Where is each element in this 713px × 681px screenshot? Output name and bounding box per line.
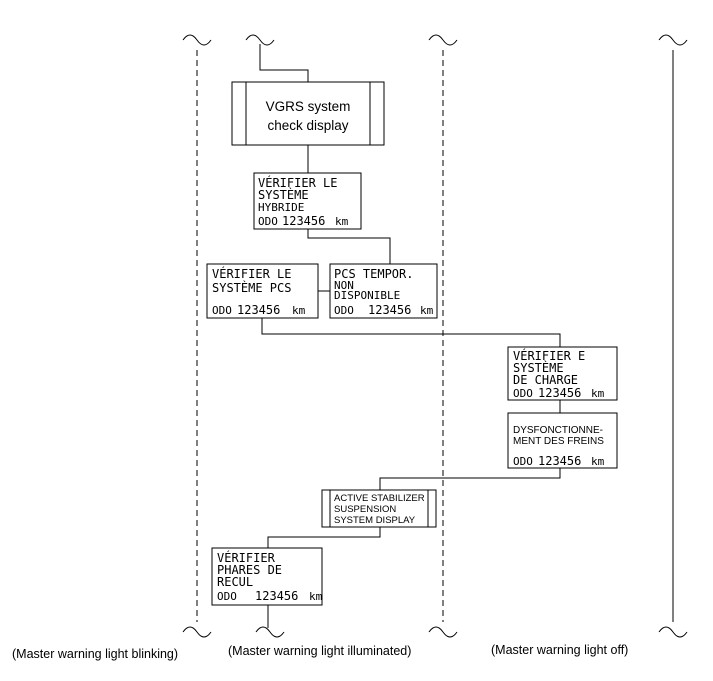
caption-illuminated: (Master warning light illuminated) xyxy=(228,644,411,658)
hybrid-odo-value: 123456 xyxy=(282,214,325,228)
break-mark xyxy=(182,626,212,638)
caption-blinking: (Master warning light blinking) xyxy=(12,647,178,661)
stabilizer-display-box xyxy=(321,489,437,528)
charge-odo-unit: km xyxy=(591,387,605,400)
stabilizer-line2: SUSPENSION xyxy=(334,504,396,515)
phares-odo-unit: km xyxy=(309,590,323,603)
stabilizer-line1: ACTIVE STABILIZER xyxy=(334,493,425,504)
connector xyxy=(261,318,561,347)
pcs-temp-line2: NON xyxy=(334,279,354,292)
pcs-temp-odo-unit: km xyxy=(420,304,434,317)
pcs-temp-odo-label: ODO xyxy=(334,304,354,317)
break-mark xyxy=(658,34,688,46)
connector xyxy=(307,229,391,264)
break-mark xyxy=(245,34,275,46)
brakes-odo-unit: km xyxy=(591,455,605,468)
pcs-temp-line3: DISPONIBLE xyxy=(334,289,400,302)
charge-line3: DE CHARGE xyxy=(513,373,578,387)
vgrs-line1: VGRS system xyxy=(266,99,351,114)
hybrid-display-box xyxy=(253,172,362,230)
brakes-line2: MENT DES FREINS xyxy=(513,436,604,447)
pcs-display-box xyxy=(206,263,319,319)
pcs-odo-label: ODO xyxy=(212,304,232,317)
pcs-temp-odo-value: 123456 xyxy=(368,303,411,317)
connector xyxy=(259,44,309,82)
hybrid-line2: SYSTÈME xyxy=(258,187,309,202)
break-mark xyxy=(428,626,458,638)
pcs-temp-display-box xyxy=(329,263,438,319)
connector xyxy=(267,527,381,548)
brakes-odo-label: ODO xyxy=(513,455,533,468)
phares-odo-label: ODO xyxy=(217,590,237,603)
hybrid-line3: HYBRIDE xyxy=(258,201,304,214)
hybrid-odo-unit: km xyxy=(335,215,349,228)
phares-line2: PHARES DE xyxy=(217,563,282,577)
vgrs-line2: check display xyxy=(267,118,348,133)
caption-off: (Master warning light off) xyxy=(491,643,628,657)
hybrid-odo-label: ODO xyxy=(258,215,278,228)
break-mark xyxy=(658,626,688,638)
pcs-line1: VÉRIFIER LE xyxy=(212,266,291,281)
brakes-display-box xyxy=(507,412,618,469)
phares-display-box xyxy=(211,547,323,606)
charge-line2: SYSTÈME xyxy=(513,360,564,375)
phares-odo-value: 123456 xyxy=(255,589,298,603)
pcs-odo-unit: km xyxy=(292,304,306,317)
hybrid-line1: VÉRIFIER LE xyxy=(258,175,337,190)
break-mark xyxy=(428,34,458,46)
connector xyxy=(379,468,561,490)
vgrs-display-box xyxy=(231,81,385,146)
phares-line3: RECUL xyxy=(217,575,253,589)
pcs-temp-line1: PCS TEMPOR. xyxy=(334,267,413,281)
brakes-odo-value: 123456 xyxy=(538,454,581,468)
charge-display-box xyxy=(507,346,618,401)
pcs-odo-value: 123456 xyxy=(237,303,280,317)
break-mark xyxy=(255,626,285,638)
pcs-line2: SYSTÈME PCS xyxy=(212,280,291,295)
charge-line1: VÉRIFIER E xyxy=(513,348,585,363)
brakes-line1: DYSFONCTIONNE- xyxy=(513,425,603,436)
charge-odo-value: 123456 xyxy=(538,386,581,400)
charge-odo-label: ODO xyxy=(513,387,533,400)
phares-line1: VÉRIFIER xyxy=(217,550,276,565)
stabilizer-line3: SYSTEM DISPLAY xyxy=(334,515,416,526)
break-mark xyxy=(182,34,212,46)
